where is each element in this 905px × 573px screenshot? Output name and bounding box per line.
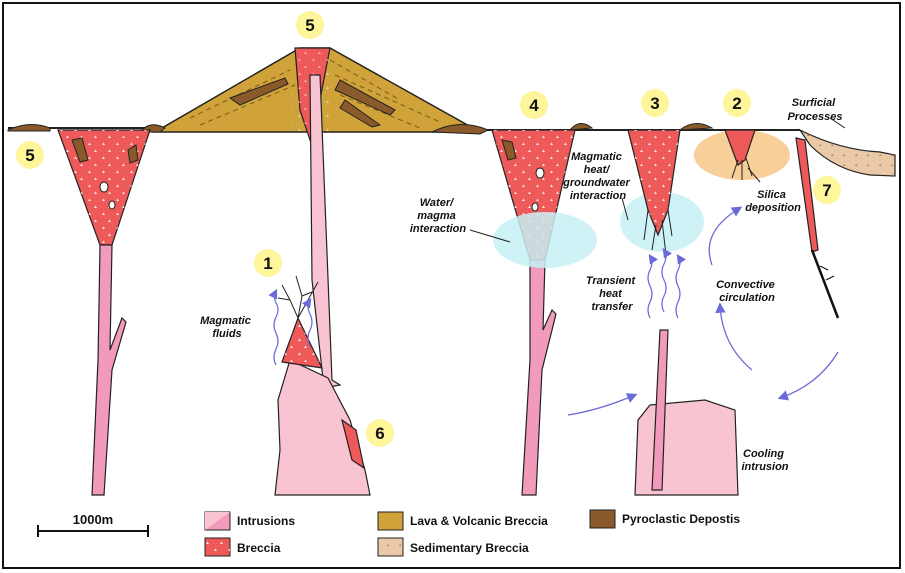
legend-breccia: Breccia: [237, 541, 281, 555]
marker-circle: [366, 419, 394, 447]
dyke-left: [91, 244, 127, 496]
marker-5-top: 5: [305, 16, 314, 35]
clast: [127, 144, 139, 164]
fractures-3: [643, 209, 673, 256]
clast: [71, 137, 89, 163]
legend-sedimentary: Sedimentary Breccia: [410, 541, 529, 555]
marker-circle: [254, 249, 282, 277]
pyroclastic-mound: [678, 123, 714, 131]
marker-circle: [813, 176, 841, 204]
cooling-intrusion: [634, 399, 739, 496]
marker-circle: [723, 89, 751, 117]
marker-circle: [641, 89, 669, 117]
breccia-6: [341, 418, 365, 470]
marker-5-left: 5: [25, 146, 34, 165]
pyroclastic-lens: [339, 99, 382, 128]
label-surficial: Surficial Processes: [787, 97, 842, 123]
fluid-wiggles: [268, 288, 313, 366]
marker-circle: [520, 91, 548, 119]
label-convective: Convective circulation: [716, 279, 778, 304]
label-silica: Silica deposition: [745, 189, 801, 214]
breccia-7: [795, 137, 819, 253]
heat-wiggles: [647, 248, 686, 319]
clast: [535, 167, 545, 179]
legend-swatch-pyroclastic: [589, 509, 616, 529]
sedimentary-texture: [800, 130, 895, 176]
dyke-4: [521, 259, 557, 496]
clast: [99, 181, 109, 193]
breccia-pipe-1-texture: [282, 318, 322, 368]
label-transient: Transient heat transfer: [586, 275, 638, 313]
scale-bar-label: 1000m: [73, 512, 113, 527]
water-magma-zone: [493, 212, 597, 268]
label-magmatic-fluids: Magmatic fluids: [200, 315, 254, 340]
marker-6: 6: [375, 424, 384, 443]
marker-1: 1: [263, 254, 272, 273]
clast: [501, 139, 517, 161]
intrusion-body-left: [274, 359, 371, 496]
marker-2: 2: [732, 94, 741, 113]
clast: [531, 202, 539, 212]
fault-offset: [819, 265, 835, 281]
pyroclastic-lens: [228, 77, 289, 106]
marker-3: 3: [650, 94, 659, 113]
feeder-dyke: [309, 74, 342, 389]
legend-lava: Lava & Volcanic Breccia: [410, 514, 548, 528]
legend-swatch-intrusions-light: [205, 512, 230, 530]
pyroclastic-mound: [431, 124, 490, 135]
legend-swatch-breccia-texture: [205, 538, 230, 556]
convection-arrows: [567, 206, 839, 416]
diatreme-4-texture: [492, 130, 575, 260]
legend-intrusions: Intrusions: [237, 514, 295, 528]
legend: Intrusions Breccia Lava & Volcanic Brecc…: [204, 509, 740, 557]
pyroclastic-mound: [568, 123, 594, 131]
label-magmatic-heat: Magmatic heat/ groundwater interaction: [562, 151, 633, 202]
legend-pyroclastic: Pyroclastic Depostis: [622, 512, 740, 526]
pyroclastic-lens: [334, 79, 396, 116]
marker-circle: [296, 11, 324, 39]
breccia-pipe-3-texture: [628, 130, 680, 235]
marker-circle: [16, 141, 44, 169]
label-cooling: Cooling intrusion: [741, 448, 788, 473]
breccia-pipe-2: [724, 129, 756, 166]
pyroclastic-mound: [7, 124, 51, 132]
fault-7: [810, 249, 840, 319]
label-water-magma: Water/ magma interaction: [410, 197, 467, 235]
leader-lines: [469, 117, 846, 243]
dyke-transient: [651, 329, 669, 491]
fractures-2: [731, 157, 753, 180]
clast: [108, 200, 116, 210]
marker-7: 7: [822, 181, 831, 200]
legend-swatch-lava: [377, 511, 404, 531]
scale-bar: [37, 525, 149, 537]
legend-swatch-sedimentary-texture: [378, 538, 403, 556]
marker-4: 4: [529, 96, 539, 115]
